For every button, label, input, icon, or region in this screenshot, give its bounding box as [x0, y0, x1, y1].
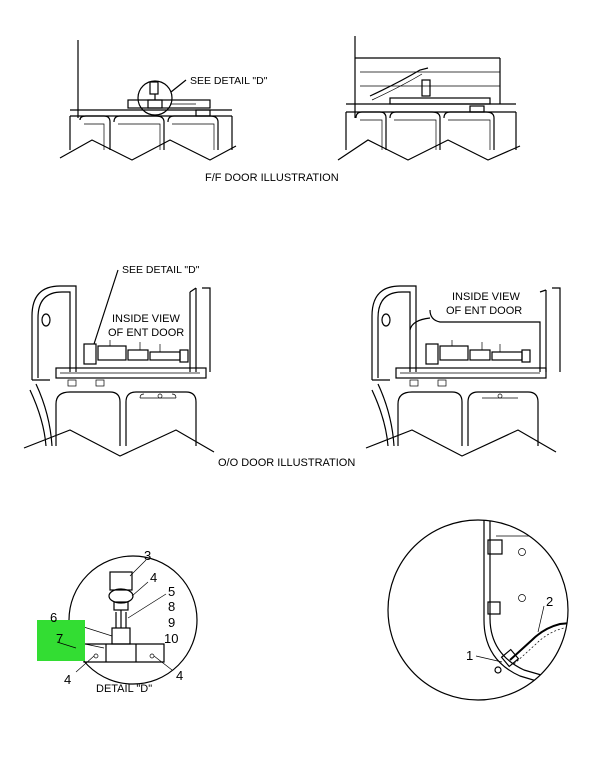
part-number-4-right: 4	[176, 668, 183, 683]
inside-view-label-right-2: OF ENT DOOR	[446, 305, 522, 317]
oo-door-caption: O/O DOOR ILLUSTRATION	[218, 457, 355, 469]
part-number-10: 10	[164, 631, 178, 646]
part-number-4-left: 4	[64, 672, 71, 687]
ff-door-caption: F/F DOOR ILLUSTRATION	[205, 172, 339, 184]
inside-view-label-left-1: INSIDE VIEW	[112, 313, 180, 325]
ff-door-left-view	[59, 40, 237, 161]
part-number-labels: 3 4 5 8 9 10 6 7 4 4	[50, 548, 183, 687]
part-number-2: 2	[546, 594, 553, 609]
inside-view-label-right-1: INSIDE VIEW	[452, 291, 520, 303]
part-number-3: 3	[144, 548, 151, 563]
ff-door-right-view	[337, 36, 521, 161]
part-number-5: 5	[168, 584, 175, 599]
part-number-4: 4	[150, 570, 157, 585]
part-number-9: 9	[168, 615, 175, 630]
part-number-7: 7	[56, 631, 63, 646]
inside-view-label-left-2: OF ENT DOOR	[108, 327, 184, 339]
oo-door-left-view	[23, 269, 215, 457]
oo-door-right-view	[365, 285, 561, 457]
see-detail-callout: SEE DETAIL "D"	[190, 75, 268, 87]
part-number-8: 8	[168, 599, 175, 614]
see-detail-callout-mid: SEE DETAIL "D"	[122, 264, 200, 276]
part-number-6: 6	[50, 610, 57, 625]
part-number-1: 1	[466, 648, 473, 663]
detail-d-view	[65, 555, 198, 685]
highlight-box	[37, 620, 85, 661]
detail-d-caption: DETAIL "D"	[96, 683, 152, 695]
hose-routing-detail	[387, 519, 569, 701]
